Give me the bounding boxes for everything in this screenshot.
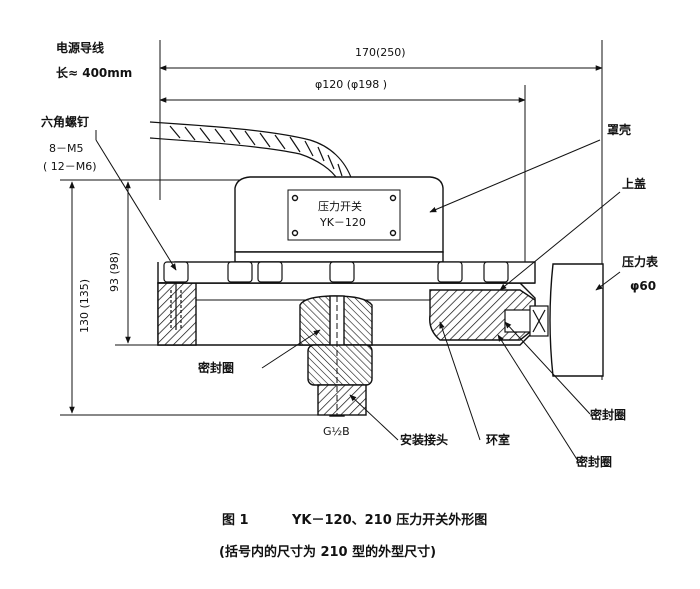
nameplate-line1: 压力开关 (318, 199, 362, 213)
label-upper-cover: 上盖 (622, 176, 646, 191)
dim-overall-width-label: 170(250) (355, 46, 406, 59)
mount-fitting-body (299, 295, 373, 417)
nameplate-line2: YK－120 (319, 216, 366, 229)
leader-lines (95, 130, 621, 462)
hex-screws (163, 261, 509, 330)
caption-note: (括号内的尺寸为 210 型的外型尺寸) (219, 544, 436, 560)
label-screw-spec-1: 8－M5 (49, 142, 84, 155)
power-lead-cable (149, 121, 353, 181)
label-power-lead: 电源导线 (56, 40, 104, 55)
dim-height-total-label: 130 (135) (78, 279, 91, 333)
label-seal-ring-left: 密封圈 (198, 360, 234, 375)
label-screw-spec-2: ( 12－M6) (43, 160, 97, 173)
dim-height-body-label: 93 (98) (108, 252, 121, 292)
label-seal-ring-right-1: 密封圈 (590, 407, 626, 422)
thread-spec-label: G½B (323, 425, 350, 438)
label-seal-ring-right-2: 密封圈 (576, 454, 612, 469)
label-mount-fitting: 安装接头 (400, 432, 448, 447)
ring-chamber-fitting (504, 305, 549, 337)
dim-diameter-label: φ120 (φ198 ) (315, 78, 387, 91)
label-ring-chamber: 环室 (486, 432, 510, 447)
label-lead-length: 长≈ 400mm (56, 65, 132, 80)
caption-fig-number: 图 1 (222, 513, 249, 528)
label-cover: 罩壳 (607, 122, 631, 137)
label-hex-screw: 六角螺钉 (41, 114, 89, 129)
pressure-gauge-body (549, 263, 604, 377)
caption-title: YK－120、210 压力开关外形图 (291, 512, 487, 528)
cover-housing (234, 176, 444, 263)
label-pressure-gauge: 压力表 (622, 254, 659, 269)
label-gauge-size: φ60 (630, 279, 656, 293)
dimension-diameter (159, 85, 526, 280)
